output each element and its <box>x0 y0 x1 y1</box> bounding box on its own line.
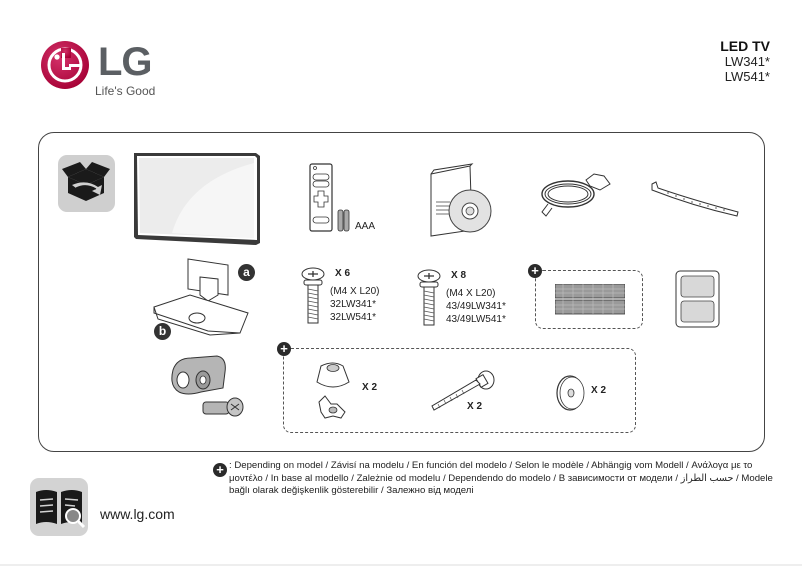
nut-quantity: X 2 <box>362 382 378 393</box>
lg-logo-icon <box>40 40 90 90</box>
nut-and-wingnut-illustration <box>313 358 353 426</box>
tv-illustration <box>132 151 262 246</box>
bottom-divider <box>0 564 802 566</box>
stand-part-b-badge: b <box>154 323 171 340</box>
unboxing-icon <box>58 155 115 212</box>
battery-label: AAA <box>355 221 376 232</box>
depending-on-model-note: : Depending on model / Závisí na modelu … <box>229 460 773 496</box>
note-plus-icon: + <box>213 463 227 477</box>
screw-illustration <box>298 266 328 326</box>
screw-size: (M4 X L20) <box>446 288 496 299</box>
website-url[interactable]: www.lg.com <box>100 506 175 522</box>
washer-quantity: X 2 <box>591 385 607 396</box>
screw-size: (M4 X L20) <box>330 286 380 297</box>
manual-and-cd-illustration <box>428 160 498 240</box>
screw-model: 43/49LW341* <box>446 301 506 312</box>
accessories-frame <box>38 132 765 452</box>
speaker-grille-illustration <box>554 283 626 316</box>
screw-model: 32LW341* <box>330 299 376 310</box>
optional-hardware-group <box>283 348 636 433</box>
optional-items-group <box>535 270 643 329</box>
screw-quantity: X 8 <box>451 270 467 281</box>
power-cable-illustration <box>538 170 618 220</box>
brand-tagline: Life's Good <box>95 84 156 98</box>
screw-illustration <box>414 268 444 328</box>
stand-illustration <box>150 255 250 340</box>
bolt-illustration <box>428 370 498 416</box>
optional-plus-icon: + <box>528 264 542 278</box>
screw-model: 43/49LW541* <box>446 314 506 325</box>
washer-illustration <box>552 372 588 414</box>
product-title: LED TV <box>720 38 770 54</box>
optional-plus-icon: + <box>277 342 291 356</box>
remote-control-illustration <box>308 163 378 233</box>
manual-book-icon <box>30 478 88 536</box>
brand-name: LG <box>98 40 153 84</box>
screw-model: 32LW541* <box>330 312 376 323</box>
stand-part-a-badge: a <box>238 264 255 281</box>
cable-holder-illustration <box>165 352 255 422</box>
screw-quantity: X 6 <box>335 268 351 279</box>
pad-illustration <box>675 270 720 328</box>
model-block: LED TV LW341* LW541* <box>720 38 770 84</box>
model-number: LW341* <box>724 54 770 69</box>
bolt-quantity: X 2 <box>467 401 483 412</box>
cable-tie-illustration <box>648 180 743 220</box>
model-number: LW541* <box>724 69 770 84</box>
